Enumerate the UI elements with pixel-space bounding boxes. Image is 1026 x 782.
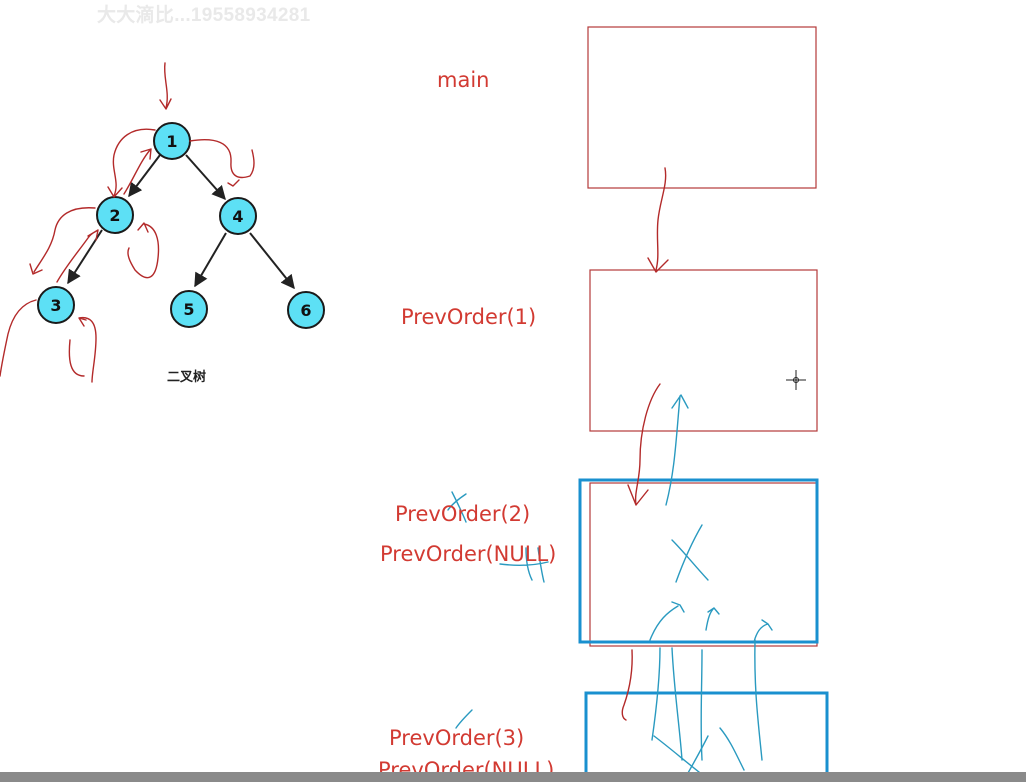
tree-node-6-label: 6 — [300, 301, 311, 320]
tree-node-3: 3 — [37, 286, 75, 324]
tree-edges — [67, 154, 295, 290]
frame-prevorder-3 — [584, 691, 829, 782]
tree-node-2-label: 2 — [109, 206, 120, 225]
return-up-in-frame-2c — [753, 619, 773, 643]
label-prevorder-3: PrevOrder(3) — [389, 726, 525, 750]
return-2-to-1 — [123, 148, 152, 195]
return-3-right — [68, 316, 97, 383]
crosshair-cursor-icon — [786, 370, 806, 390]
tree-node-5: 5 — [170, 290, 208, 328]
call-2-to-3 — [621, 649, 633, 721]
tree-node-3-label: 3 — [50, 296, 61, 315]
return-2-to-1 — [665, 394, 689, 506]
call-main-to-1 — [647, 167, 669, 273]
frame-main — [587, 26, 817, 189]
return-up-in-frame-2b — [705, 607, 720, 631]
bottom-scroll-bar[interactable] — [0, 772, 1026, 782]
label-main: main — [437, 68, 490, 92]
loop-under-2 — [127, 222, 160, 279]
return-3-to-2 — [56, 229, 99, 283]
cross-frame-2 — [671, 524, 709, 583]
tree-node-4-label: 4 — [232, 207, 243, 226]
tree-node-4: 4 — [219, 197, 257, 235]
traversal-1-right — [189, 139, 255, 187]
edge-1-2 — [128, 154, 161, 198]
entry-arrow — [159, 62, 172, 110]
traversal-1-to-2 — [107, 128, 156, 198]
edge-1-4 — [185, 154, 226, 201]
frame-prevorder-1 — [589, 269, 818, 432]
scribble-prevorder-3 — [455, 709, 473, 729]
label-prevorder-1: PrevOrder(1) — [401, 305, 537, 329]
edge-4-5 — [194, 232, 227, 288]
traversal-annotations-red — [0, 62, 255, 383]
stack-frames — [578, 26, 829, 782]
tree-node-1: 1 — [153, 122, 191, 160]
traversal-2-to-3 — [29, 207, 96, 275]
label-prevorder-2: PrevOrder(2) — [395, 502, 531, 526]
call-arrows-red — [621, 167, 669, 721]
tree-node-5-label: 5 — [183, 300, 194, 319]
frame-prevorder-2 — [578, 478, 819, 644]
scribble-prevorder-null — [499, 547, 549, 583]
return-up-in-frame-2a — [649, 601, 685, 641]
tree-nodes: 1 2 4 3 5 6 — [37, 122, 325, 329]
return-annotations-blue — [447, 394, 773, 781]
call-1-to-2 — [627, 383, 661, 506]
label-prevorder-null-a: PrevOrder(NULL) — [380, 542, 557, 566]
watermark-text: 大大滴比...19558934281 — [97, 5, 311, 26]
tree-node-6: 6 — [287, 291, 325, 329]
tree-node-1-label: 1 — [166, 132, 177, 151]
scribble-prevorder-2 — [447, 491, 467, 523]
edge-4-6 — [249, 232, 295, 290]
traversal-3-left — [0, 299, 37, 377]
tree-caption: 二叉树 — [167, 370, 207, 385]
down-lines-frame-3 — [651, 639, 763, 761]
frame-prevorder-2-shadow — [589, 482, 818, 647]
tree-node-2: 2 — [96, 196, 134, 234]
